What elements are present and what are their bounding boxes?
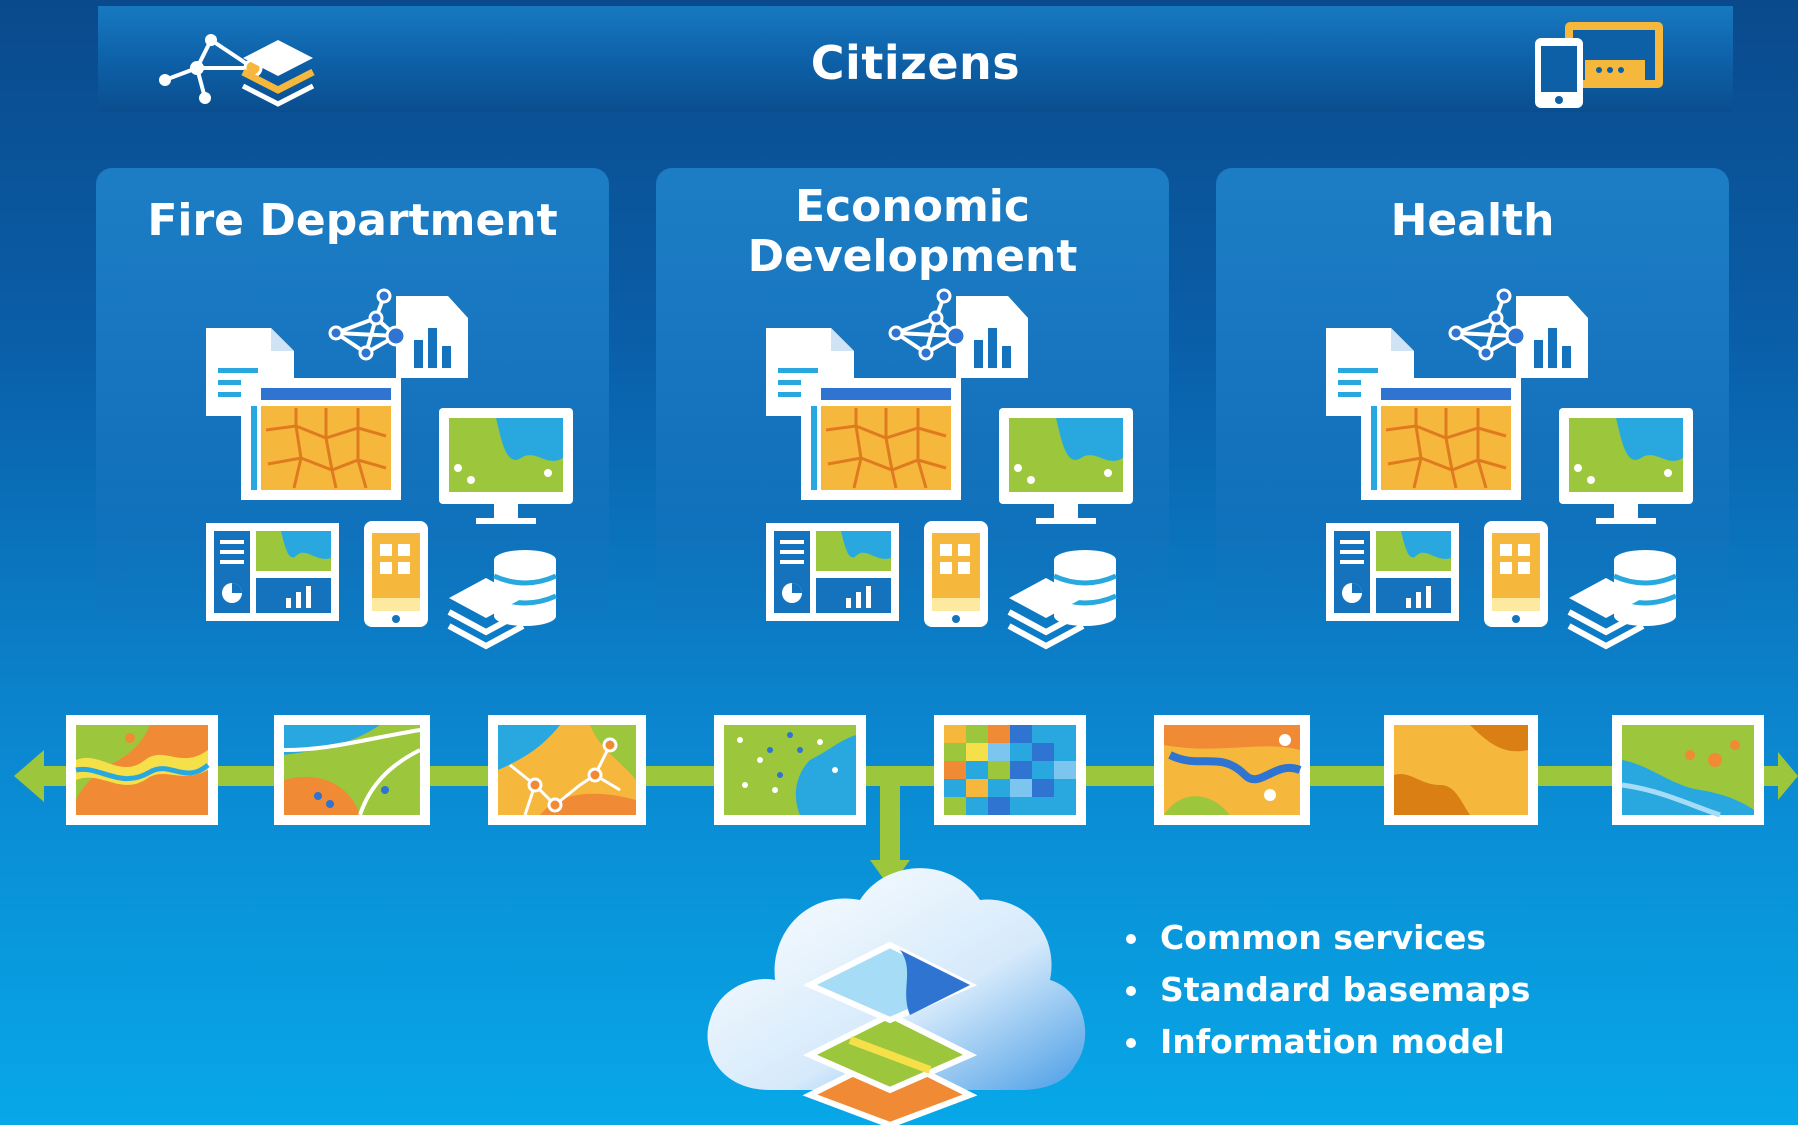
department-title: Health [1390, 195, 1555, 246]
map-thumbnail-3 [488, 715, 646, 825]
shared-maps-flow [14, 715, 1798, 888]
map-thumbnail-6 [1154, 715, 1310, 825]
shared-services-list: Common services Standard basemaps Inform… [1120, 912, 1530, 1068]
map-thumbnail-8 [1612, 715, 1764, 825]
department-apps-icons [656, 168, 1156, 688]
map-thumbnail-7 [1384, 715, 1538, 825]
devices-icon [1535, 22, 1663, 108]
department-apps-icons [96, 168, 596, 688]
citizens-banner: Citizens [98, 6, 1733, 112]
department-apps-icons [1216, 168, 1716, 688]
department-card-health: Health [1216, 168, 1729, 638]
banner-title: Citizens [810, 36, 1021, 90]
department-card-economic-development: Economic Development [656, 168, 1169, 638]
list-item: Standard basemaps [1120, 964, 1530, 1016]
map-thumbnail-1 [66, 715, 218, 825]
map-thumbnail-4 [714, 715, 866, 825]
cloud-basemaps-icon [707, 868, 1086, 1125]
department-card-fire: Fire Department [96, 168, 609, 638]
department-title: Fire Department [147, 195, 558, 246]
network-layers-icon [159, 34, 315, 107]
map-thumbnail-5 [934, 715, 1086, 825]
department-title-line2: Development [747, 231, 1078, 282]
department-title-line1: Economic [795, 181, 1030, 232]
list-item: Common services [1120, 912, 1530, 964]
map-thumbnail-2 [274, 715, 430, 825]
list-item: Information model [1120, 1016, 1530, 1068]
